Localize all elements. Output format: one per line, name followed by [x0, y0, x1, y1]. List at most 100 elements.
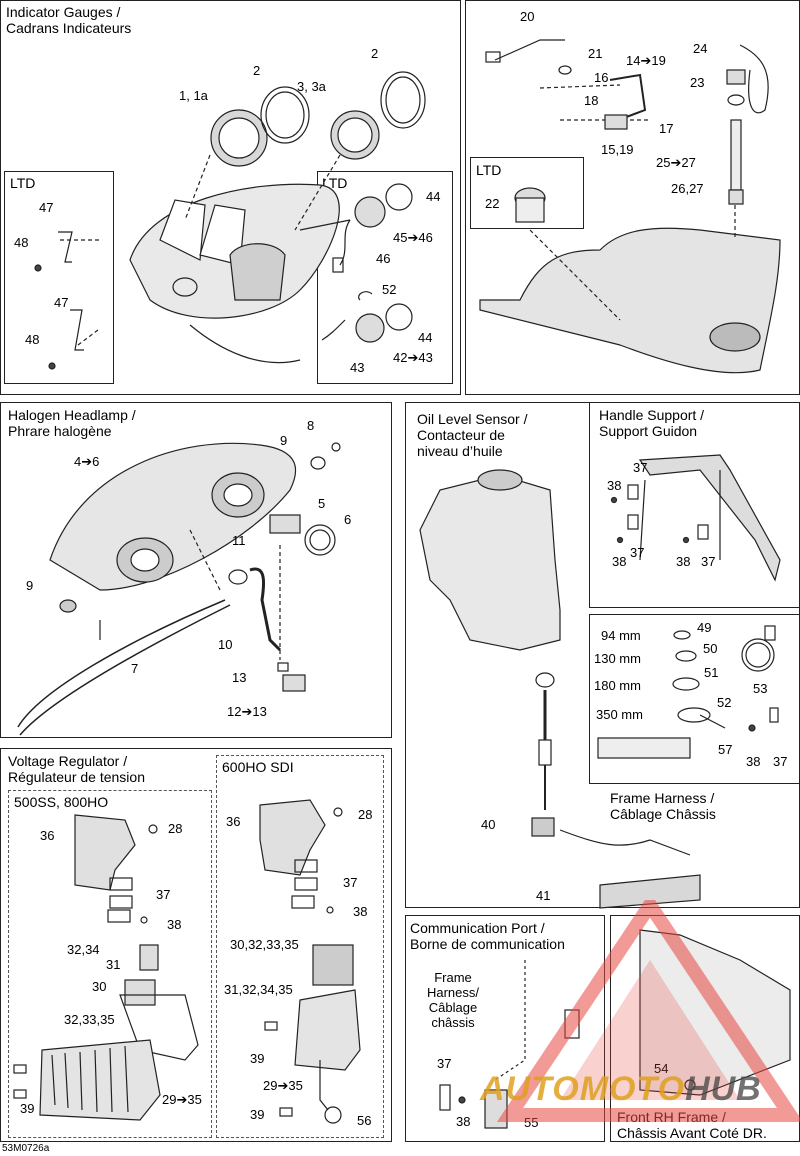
callout-label: 12➔13 — [227, 704, 267, 719]
callout-label: 48 — [25, 332, 40, 347]
callout-label: 10 — [218, 637, 233, 652]
callout-label: 39 — [250, 1107, 265, 1122]
title-oil-sensor: Oil Level Sensor / Contacteur de niveau … — [417, 411, 528, 459]
box-ltd-handlebar — [470, 157, 584, 229]
watermark-text: AUTOMOTOHUB — [480, 1070, 762, 1109]
callout-label: 53 — [753, 681, 768, 696]
callout-label: 9 — [280, 433, 288, 448]
callout-label: 28 — [358, 807, 373, 822]
title-voltage-regulator: Voltage Regulator / Régulateur de tensio… — [8, 753, 145, 785]
callout-label: 14➔19 — [626, 53, 666, 68]
box-ltd-left — [4, 171, 114, 384]
callout-label: 26,27 — [671, 181, 704, 196]
callout-label: 6 — [344, 512, 352, 527]
callout-label: 32,33,35 — [64, 1012, 115, 1027]
callout-label: 94 mm — [601, 628, 641, 643]
callout-label: 38 — [353, 904, 368, 919]
callout-label: 5 — [318, 496, 326, 511]
callout-label: 18 — [584, 93, 599, 108]
callout-label: 47 — [39, 200, 54, 215]
callout-label: 38 — [676, 554, 691, 569]
callout-label: 48 — [14, 235, 29, 250]
callout-label: 2 — [253, 63, 261, 78]
callout-label: 16 — [594, 70, 609, 85]
callout-label: 23 — [690, 75, 705, 90]
callout-label: 1, 1a — [179, 88, 208, 103]
label-frame-harness-comm: Frame Harness/ Câblage châssis — [426, 970, 480, 1030]
callout-label: 3, 3a — [297, 79, 326, 94]
callout-label: 41 — [536, 888, 551, 903]
callout-label: 39 — [250, 1051, 265, 1066]
callout-label: 45➔46 — [393, 230, 433, 245]
callout-label: 13 — [232, 670, 247, 685]
label-500ss: 500SS, 800HO — [14, 794, 109, 810]
callout-label: 180 mm — [594, 678, 641, 693]
callout-label: 50 — [703, 641, 718, 656]
callout-label: 37 — [701, 554, 716, 569]
callout-label: 25➔27 — [656, 155, 696, 170]
callout-label: 44 — [418, 330, 433, 345]
callout-label: 4➔6 — [74, 454, 100, 469]
box-500ss — [8, 790, 212, 1138]
callout-label: 11 — [232, 533, 246, 548]
callout-label: 52 — [382, 282, 397, 297]
callout-label: 57 — [718, 742, 733, 757]
callout-label: 2 — [371, 46, 379, 61]
callout-label: 38 — [167, 917, 182, 932]
title-handle-support: Handle Support / Support Guidon — [599, 407, 705, 439]
title-frame-harness: Frame Harness / Câblage Châssis — [610, 790, 716, 822]
callout-label: 15,19 — [601, 142, 634, 157]
callout-label: 7 — [131, 661, 139, 676]
callout-label: 38 — [607, 478, 622, 493]
callout-label: 32,34 — [67, 942, 100, 957]
callout-label: 29➔35 — [162, 1092, 202, 1107]
callout-label: 22 — [485, 196, 500, 211]
watermark-automoto: AUTOMOTO — [480, 1070, 686, 1108]
callout-label: 29➔35 — [263, 1078, 303, 1093]
callout-label: 36 — [226, 814, 241, 829]
callout-label: 44 — [426, 189, 441, 204]
callout-label: 39 — [20, 1101, 35, 1116]
callout-label: 42➔43 — [393, 350, 433, 365]
title-indicator-gauges: Indicator Gauges / Cadrans Indicateurs — [6, 4, 132, 36]
callout-label: 24 — [693, 41, 708, 56]
callout-label: 38 — [612, 554, 627, 569]
callout-label: 37 — [773, 754, 788, 769]
callout-label: 8 — [307, 418, 315, 433]
title-headlamp: Halogen Headlamp / Phrare halogène — [8, 407, 136, 439]
callout-label: 30,32,33,35 — [230, 937, 299, 952]
callout-label: 17 — [659, 121, 674, 136]
callout-label: 31,32,34,35 — [224, 982, 293, 997]
label-ltd-left: LTD — [10, 175, 36, 191]
callout-label: 37 — [437, 1056, 452, 1071]
figure-code: 53M0726a — [2, 1143, 50, 1154]
box-600ho — [216, 755, 384, 1138]
callout-label: 20 — [520, 9, 535, 24]
callout-label: 31 — [106, 957, 121, 972]
callout-label: 49 — [697, 620, 712, 635]
callout-label: 350 mm — [596, 707, 643, 722]
callout-label: 52 — [717, 695, 732, 710]
callout-label: 46 — [376, 251, 391, 266]
callout-label: 55 — [524, 1115, 539, 1130]
callout-label: 36 — [40, 828, 55, 843]
callout-label: 28 — [168, 821, 183, 836]
callout-label: 37 — [630, 545, 645, 560]
box-ltd-right — [317, 171, 453, 384]
callout-label: 40 — [481, 817, 496, 832]
callout-label: 47 — [54, 295, 69, 310]
callout-label: 51 — [704, 665, 719, 680]
callout-label: 30 — [92, 979, 107, 994]
callout-label: 21 — [588, 46, 603, 61]
callout-label: 37 — [343, 875, 358, 890]
callout-label: 38 — [746, 754, 761, 769]
callout-label: 38 — [456, 1114, 471, 1129]
label-ltd-handlebar: LTD — [476, 162, 502, 178]
label-600ho: 600HO SDI — [222, 759, 294, 775]
callout-label: 9 — [26, 578, 34, 593]
callout-label: 43 — [350, 360, 365, 375]
callout-label: 37 — [633, 460, 648, 475]
callout-label: 130 mm — [594, 651, 641, 666]
callout-label: 37 — [156, 887, 171, 902]
